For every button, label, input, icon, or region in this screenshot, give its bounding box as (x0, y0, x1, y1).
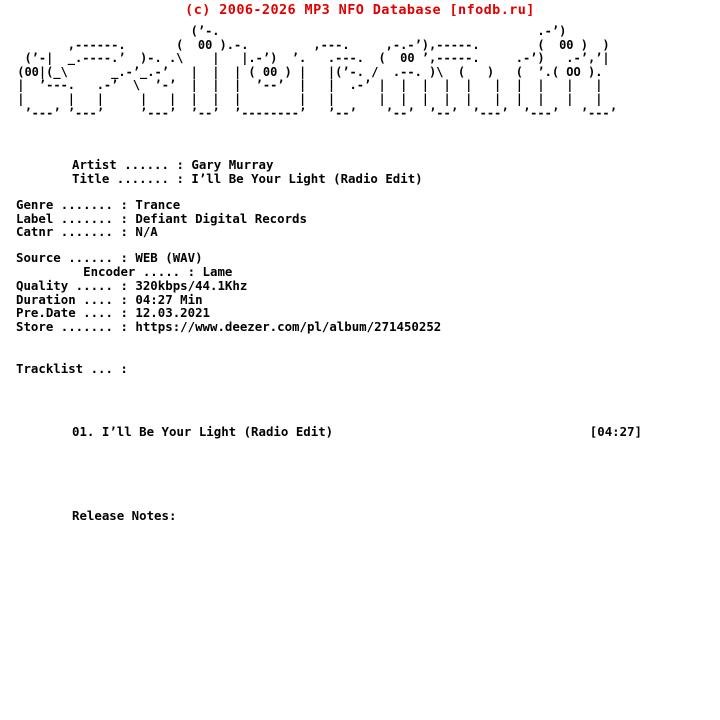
encoder-value: Lame (202, 263, 233, 279)
artist-label: Artist ...... (72, 157, 169, 173)
copyright-header: (c) 2006-2026 MP3 NFO Database [nfodb.ru… (185, 2, 535, 18)
track-title: I’ll Be Your Light (Radio Edit) (101, 424, 334, 440)
label-value: Defiant Digital Records (135, 210, 307, 226)
quality-value: 320kbps/44.1Khz (135, 277, 248, 293)
quality-label: Quality ..... (16, 277, 113, 293)
catnr-value: N/A (135, 224, 158, 240)
duration-label: Duration .... (16, 291, 113, 307)
tracklist-heading: Tracklist ... : (16, 360, 128, 376)
track-number: 01. (72, 424, 95, 440)
track-duration: [04:27] (589, 424, 642, 440)
source-value: WEB (WAV) (135, 250, 203, 266)
genre-separator: : (120, 196, 128, 212)
store-separator: : (120, 319, 128, 335)
label-separator: : (120, 210, 128, 226)
store-label: Store ....... (16, 319, 113, 335)
source-separator: : (120, 250, 128, 266)
catnr-label: Catnr ....... (16, 224, 113, 240)
title-value: I’ll Be Your Light (Radio Edit) (191, 170, 423, 186)
source-label: Source ...... (16, 250, 113, 266)
predate-separator: : (120, 305, 128, 321)
ascii-art-banner: (’-. .-’) ,------. ( 00 ).-. ,---. ,-.-’… (17, 24, 617, 120)
artist-value: Gary Murray (191, 157, 274, 173)
tracklist: 01. I’ll Be Your Light (Radio Edit) [04:2… (0, 398, 720, 467)
duration-value: 04:27 Min (135, 291, 203, 307)
encoder-separator: : (187, 263, 196, 279)
track-row: 01. I’ll Be Your Light (Radio Edit) [04:2… (72, 425, 642, 439)
catnr-separator: : (120, 224, 128, 240)
duration-separator: : (120, 291, 128, 307)
store-url[interactable]: https://www.deezer.com/pl/album/27145025… (135, 319, 442, 335)
label-info-block: Genre ....... : Trance Label ....... : D… (0, 196, 720, 240)
predate-value: 12.03.2021 (135, 305, 210, 321)
title-label: Title ....... (72, 170, 169, 186)
title-separator: : (176, 170, 184, 186)
encoder-label: Encoder ..... (83, 263, 181, 279)
predate-label: Pre.Date .... (16, 305, 113, 321)
artist-separator: : (176, 157, 184, 173)
label-label: Label ....... (16, 210, 113, 226)
release-notes-heading: Release Notes: (72, 507, 177, 523)
quality-separator: : (120, 277, 128, 293)
primary-release-block: Artist ...... : Gary Murray Title ......… (0, 158, 720, 186)
genre-value: Trance (135, 196, 181, 212)
genre-label: Genre ....... (16, 196, 113, 212)
technical-info-block: Source ...... : WEB (WAV) Encoder ..... … (0, 251, 720, 334)
